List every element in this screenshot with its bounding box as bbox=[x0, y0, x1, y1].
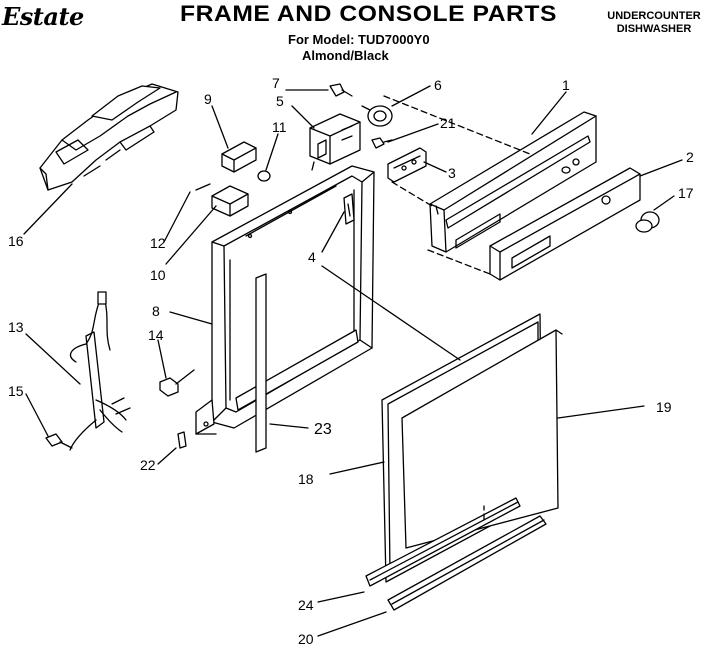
part-9-latch bbox=[221, 141, 257, 173]
callout-11: 11 bbox=[272, 119, 287, 135]
callout-16: 16 bbox=[8, 233, 24, 249]
callout-18: 18 bbox=[298, 471, 314, 487]
part-19-door-panel bbox=[401, 329, 563, 549]
part-14-switch bbox=[159, 369, 195, 397]
part-16-cover bbox=[39, 83, 179, 191]
part-6-selector bbox=[361, 105, 393, 127]
callout-8: 8 bbox=[152, 303, 160, 319]
part-1-console bbox=[429, 111, 597, 253]
callout-1: 1 bbox=[562, 77, 570, 93]
product-category: UNDERCOUNTER DISHWASHER bbox=[598, 10, 710, 36]
callout-14: 14 bbox=[148, 327, 164, 343]
part-7-screw bbox=[329, 83, 353, 97]
part-11-knob bbox=[257, 170, 271, 182]
callout-23: 23 bbox=[314, 421, 332, 438]
callout-10: 10 bbox=[150, 267, 166, 283]
part-5-switch bbox=[309, 113, 361, 171]
part-22-clip bbox=[177, 431, 187, 449]
callout-17: 17 bbox=[678, 185, 694, 201]
color-variant: Almond/Black bbox=[302, 48, 389, 63]
category-line-2: DISHWASHER bbox=[616, 23, 692, 35]
leader-lines bbox=[23, 85, 683, 637]
category-line-1: UNDERCOUNTER bbox=[607, 10, 701, 22]
callout-3: 3 bbox=[448, 165, 456, 181]
part-15-screw bbox=[45, 433, 73, 449]
callout-15: 15 bbox=[8, 383, 24, 399]
part-20-bottom-trim bbox=[387, 515, 547, 611]
callout-22: 22 bbox=[140, 457, 156, 473]
assembly-lines bbox=[383, 95, 531, 521]
part-24-trim bbox=[365, 497, 521, 587]
callout-24: 24 bbox=[298, 597, 314, 613]
part-3-bracket bbox=[387, 147, 427, 183]
brand-logo: Estate bbox=[2, 2, 84, 31]
part-10-strike bbox=[211, 185, 249, 217]
part-4-clip bbox=[343, 193, 355, 225]
callout-7: 7 bbox=[272, 75, 280, 91]
callout-4: 4 bbox=[308, 249, 316, 265]
callout-12: 12 bbox=[150, 235, 166, 251]
callout-6: 6 bbox=[434, 77, 442, 93]
callout-2: 2 bbox=[686, 149, 694, 165]
part-17-knob bbox=[635, 211, 660, 233]
callout-20: 20 bbox=[298, 631, 314, 647]
callout-13: 13 bbox=[8, 319, 24, 335]
callout-19: 19 bbox=[656, 399, 672, 415]
part-23-strip bbox=[255, 273, 267, 453]
callout-9: 9 bbox=[204, 91, 212, 107]
model-number: For Model: TUD7000Y0 bbox=[288, 32, 430, 47]
part-13-wire-harness bbox=[69, 291, 131, 451]
part-21-screw bbox=[371, 137, 393, 149]
part-2-panel bbox=[489, 167, 641, 281]
page-title: FRAME AND CONSOLE PARTS bbox=[180, 1, 558, 26]
callout-5: 5 bbox=[276, 93, 284, 109]
part-12-pin bbox=[195, 183, 211, 191]
callout-21: 21 bbox=[440, 115, 456, 131]
